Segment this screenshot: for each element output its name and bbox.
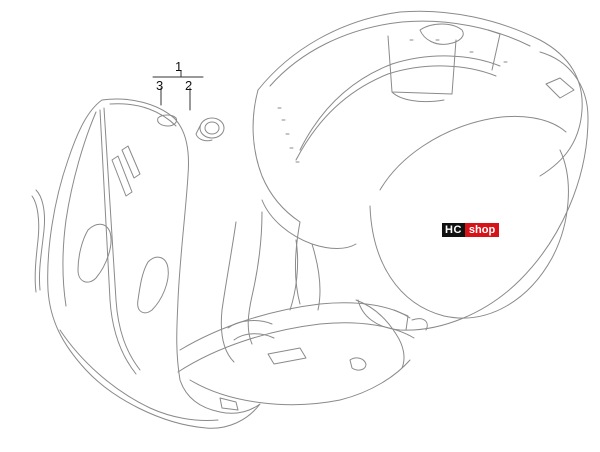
logo-hc-text: HC bbox=[442, 223, 465, 237]
front-leg-shield bbox=[31, 98, 261, 429]
part-2-grommet bbox=[195, 117, 225, 142]
callout-2: 2 bbox=[185, 78, 193, 93]
part-3-clip bbox=[157, 114, 177, 127]
callout-1: 1 bbox=[175, 59, 183, 74]
logo-shop-text: shop bbox=[464, 223, 500, 237]
hcshop-logo: HC shop bbox=[442, 223, 500, 237]
main-body-frame bbox=[177, 10, 589, 411]
callout-leader-lines bbox=[152, 70, 204, 111]
callout-3: 3 bbox=[156, 78, 164, 93]
